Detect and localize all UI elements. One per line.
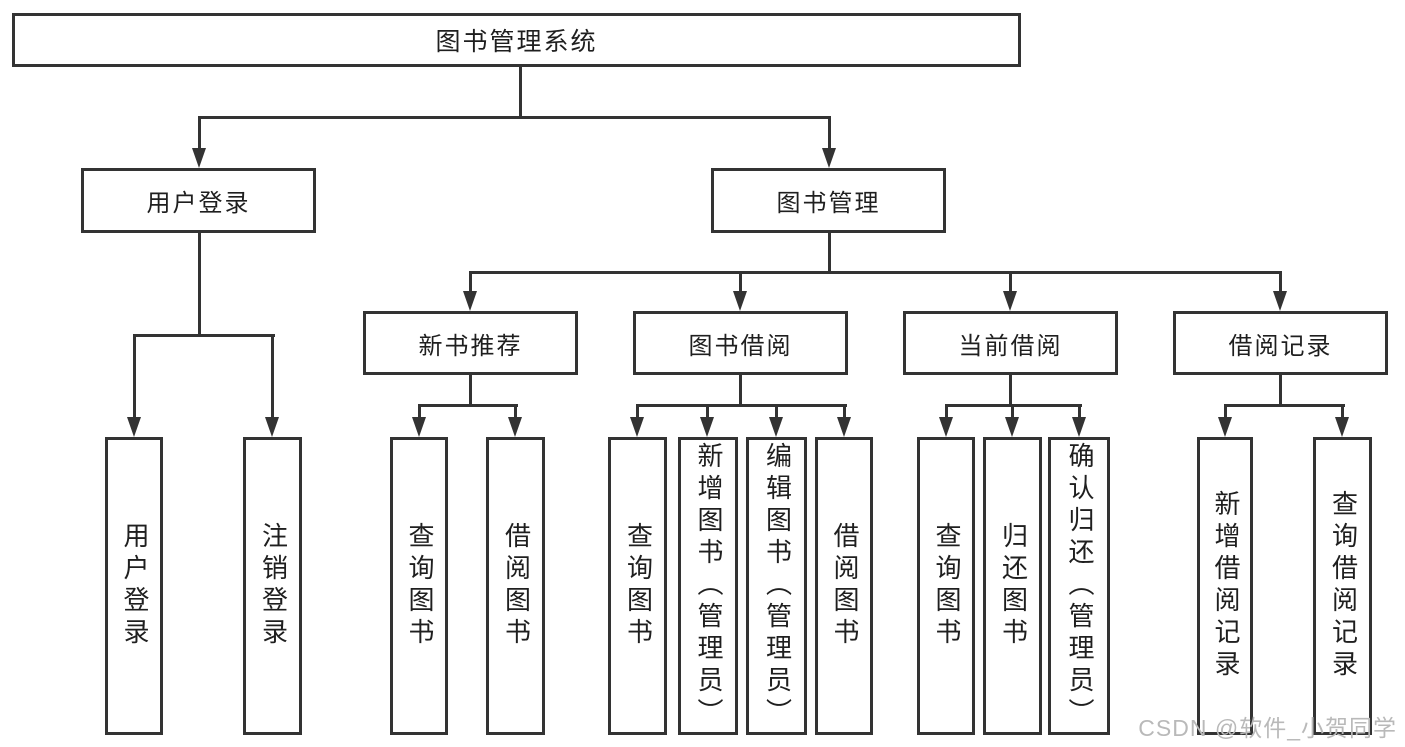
connector-hline [636,404,847,407]
arrowhead-down-icon [1335,417,1349,437]
connector-vline [828,116,831,150]
arrowhead-down-icon [1218,417,1232,437]
leaf-label: 借阅图书 [829,522,860,650]
leaf-label: 用户登录 [119,522,150,650]
node-label: 图书管理 [776,190,881,217]
arrowhead-down-icon [192,148,206,168]
leaf-label: 查询图书 [931,522,962,650]
connector-vline [514,404,517,419]
connector-vline [271,334,274,419]
leaf-logout: 注销登录 [243,437,302,735]
node-label: 当前借阅 [958,332,1063,360]
connector-vline [519,66,522,119]
node-book-management: 图书管理 [711,168,946,233]
connector-vline [198,116,201,150]
leaf-label: 查询图书 [623,522,654,650]
connector-vline [739,375,742,406]
leaf-label: 编辑图书（管理员） [762,442,793,730]
node-label: 借阅记录 [1228,332,1333,360]
connector-vline [1279,271,1282,293]
leaf-query-books: 查询图书 [608,437,667,735]
connector-vline [1341,404,1344,419]
connector-hline [1224,404,1345,407]
connector-vline [636,404,639,419]
arrowhead-down-icon [630,417,644,437]
connector-hline [469,271,1282,274]
leaf-query-borrow-record: 查询借阅记录 [1313,437,1372,735]
node-label: 用户登录 [146,190,251,217]
arrowhead-down-icon [939,417,953,437]
arrowhead-down-icon [412,417,426,437]
node-current-borrowing: 当前借阅 [903,311,1118,375]
leaf-label: 查询借阅记录 [1328,490,1359,682]
connector-vline [1009,271,1012,293]
leaf-query-books: 查询图书 [390,437,448,735]
connector-vline [1011,404,1014,419]
leaf-confirm-return-admin: 确认归还（管理员） [1048,437,1110,735]
connector-vline [469,375,472,406]
connector-vline [1279,375,1282,406]
connector-vline [739,271,742,293]
leaf-add-books-admin: 新增图书（管理员） [678,437,738,735]
leaf-edit-books-admin: 编辑图书（管理员） [746,437,807,735]
node-new-book-recommend: 新书推荐 [363,311,578,375]
leaf-borrow-books: 借阅图书 [815,437,873,735]
arrowhead-down-icon [127,417,141,437]
arrowhead-down-icon [508,417,522,437]
leaf-return-books: 归还图书 [983,437,1042,735]
connector-vline [133,334,136,419]
leaf-label: 确认归还（管理员） [1064,442,1095,730]
arrowhead-down-icon [822,148,836,168]
arrowhead-down-icon [1273,291,1287,311]
connector-vline [1078,404,1081,419]
connector-vline [775,404,778,419]
arrowhead-down-icon [1003,291,1017,311]
leaf-label: 注销登录 [258,522,289,650]
node-borrowing-records: 借阅记录 [1173,311,1388,375]
connector-vline [198,233,201,336]
leaf-label: 查询图书 [404,522,435,650]
node-library-management-system: 图书管理系统 [12,13,1021,67]
arrowhead-down-icon [700,417,714,437]
connector-vline [706,404,709,419]
leaf-label: 新增图书（管理员） [693,442,724,730]
arrowhead-down-icon [1005,417,1019,437]
arrowhead-down-icon [265,417,279,437]
leaf-add-borrow-record: 新增借阅记录 [1197,437,1253,735]
node-label: 图书管理系统 [435,28,598,56]
connector-vline [1009,375,1012,406]
arrowhead-down-icon [463,291,477,311]
connector-vline [418,404,421,419]
leaf-user-login: 用户登录 [105,437,163,735]
connector-hline [198,116,831,119]
connector-hline [133,334,275,337]
node-book-borrowing: 图书借阅 [633,311,848,375]
connector-hline [418,404,518,407]
node-label: 新书推荐 [418,332,523,360]
leaf-label: 借阅图书 [501,522,532,650]
node-label: 图书借阅 [688,332,793,360]
arrowhead-down-icon [733,291,747,311]
node-user-login: 用户登录 [81,168,316,233]
leaf-label: 新增借阅记录 [1210,490,1241,682]
arrowhead-down-icon [769,417,783,437]
arrowhead-down-icon [837,417,851,437]
leaf-borrow-books: 借阅图书 [486,437,545,735]
connector-vline [843,404,846,419]
connector-vline [945,404,948,419]
connector-vline [828,233,831,273]
connector-vline [1224,404,1227,419]
arrowhead-down-icon [1072,417,1086,437]
csdn-watermark: CSDN @软件_小贺同学 [1138,715,1397,741]
leaf-query-books: 查询图书 [917,437,975,735]
leaf-label: 归还图书 [998,522,1029,650]
connector-vline [469,271,472,293]
